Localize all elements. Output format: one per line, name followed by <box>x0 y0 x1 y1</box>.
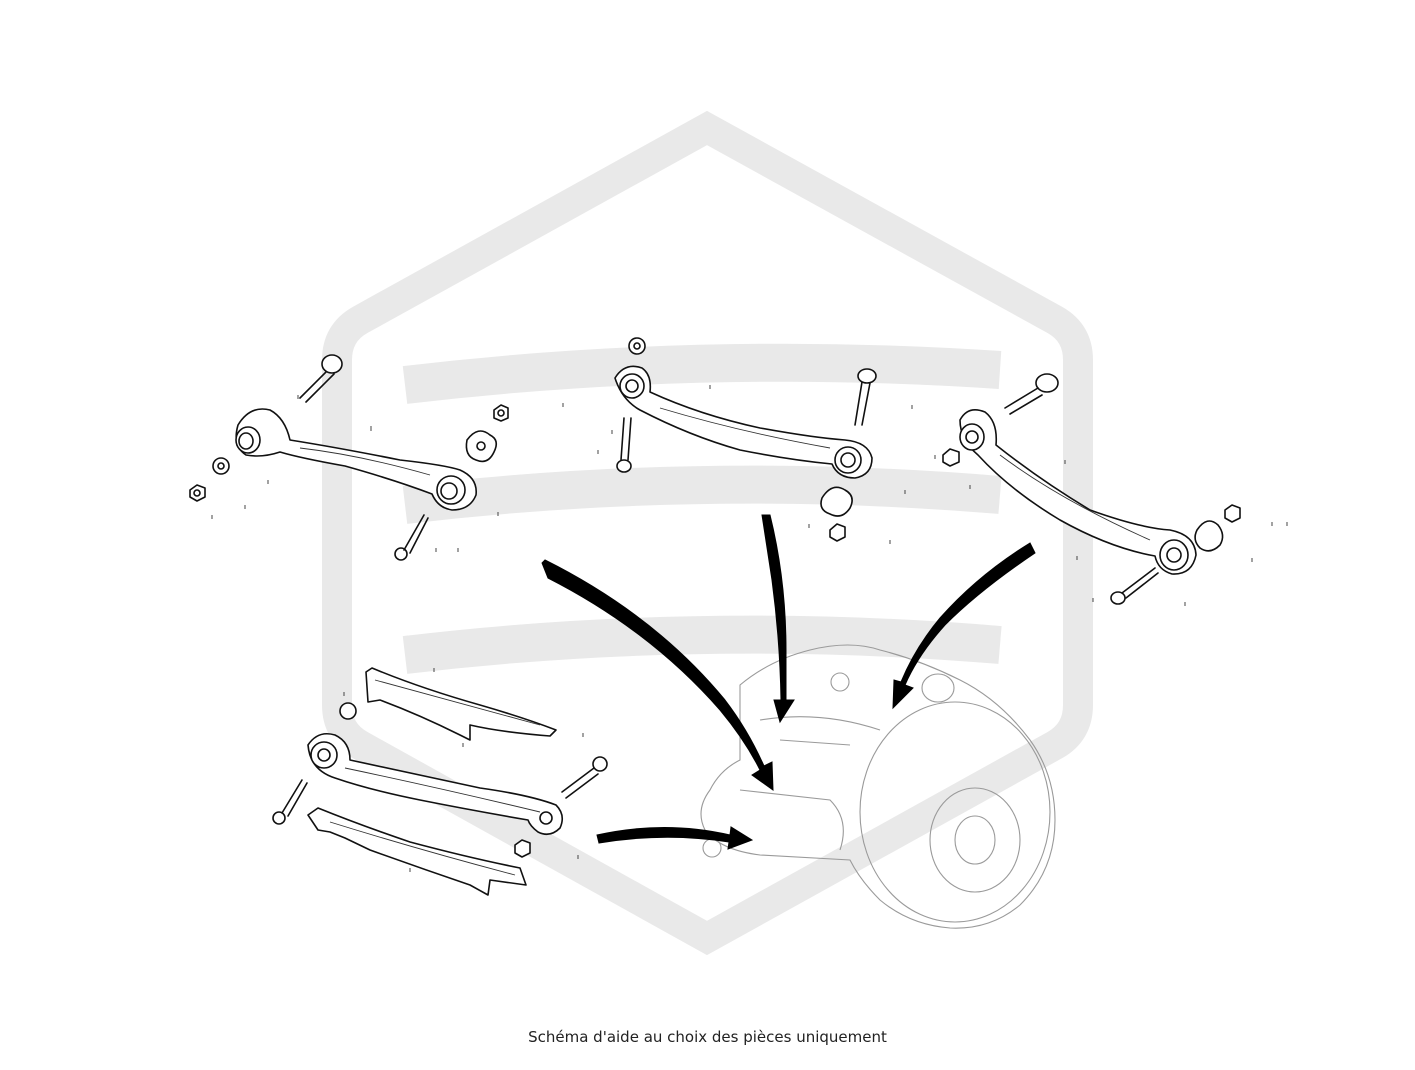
lower-arm <box>307 732 564 836</box>
bolt-icon <box>1110 567 1159 605</box>
nut-icon <box>829 523 846 542</box>
nut-icon <box>189 484 206 502</box>
bolt-icon <box>616 417 632 473</box>
eccentric-washer-icon <box>820 486 853 517</box>
bolt-icon <box>299 354 343 403</box>
watermark-logo <box>322 110 1093 956</box>
eccentric-washer-icon <box>465 430 498 463</box>
nut-icon <box>514 839 531 858</box>
washer-icon <box>339 702 357 720</box>
diagram-caption: Schéma d'aide au choix des pièces unique… <box>528 1028 887 1046</box>
arrow-icon <box>541 559 774 791</box>
knuckle-hub <box>700 644 1056 929</box>
lower-arm-lower-cover <box>307 807 527 896</box>
lower-arm-upper-cover <box>365 667 557 741</box>
upper-rear-arm <box>235 408 477 511</box>
nut-icon <box>942 448 960 467</box>
bolt-icon <box>394 514 429 561</box>
bolt-icon <box>1004 373 1059 415</box>
arrow-icon <box>596 826 754 850</box>
upper-right-arm <box>959 409 1197 575</box>
arrow-icon <box>761 514 795 724</box>
bolt-icon <box>854 368 877 426</box>
nut-icon <box>493 404 509 422</box>
nut-icon <box>628 337 646 355</box>
nut-icon <box>1224 504 1241 523</box>
bolt-icon <box>561 756 608 799</box>
bolt-icon <box>272 779 308 825</box>
washer-icon <box>212 457 230 475</box>
upper-middle-arm <box>614 365 873 479</box>
arrow-icon <box>892 542 1036 710</box>
eccentric-washer-icon <box>1194 520 1224 552</box>
reference-marks <box>211 385 1288 872</box>
